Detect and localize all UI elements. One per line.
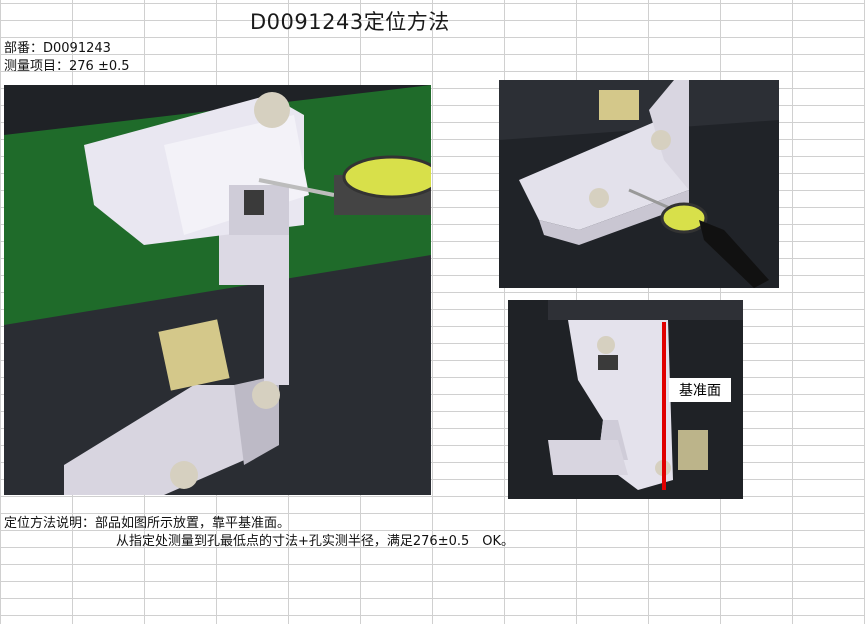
method-description-line-2: 从指定处测量到孔最低点的寸法+孔实测半径，满足276±0.5 OK。 — [116, 534, 515, 549]
part-number-text: 部番：D0091243 — [4, 41, 111, 56]
gauge-photo — [499, 80, 779, 288]
main-photo — [4, 85, 431, 495]
method-description-line-1: 定位方法说明：部品如图所示放置，靠平基准面。 — [4, 516, 291, 531]
measure-item-text: 测量项目：276 ±0.5 — [4, 59, 130, 74]
datum-label: 基准面 — [669, 378, 731, 402]
page-title: D0091243定位方法 — [250, 10, 450, 34]
